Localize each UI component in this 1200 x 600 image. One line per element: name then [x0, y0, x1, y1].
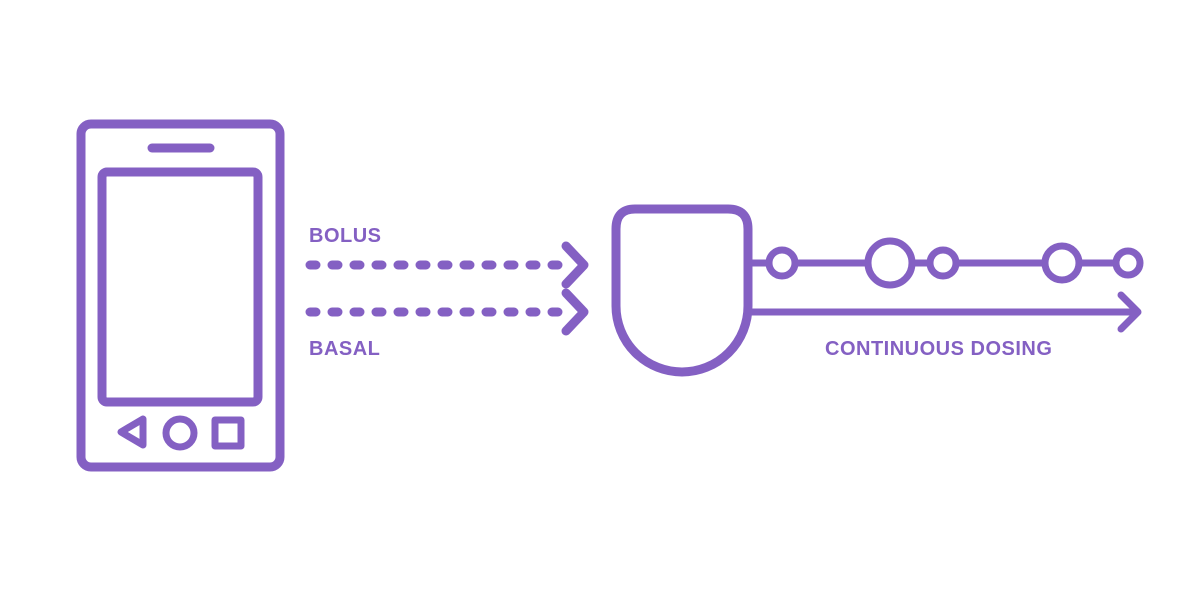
- bolus-arrow: [305, 241, 589, 289]
- circle-home-icon: [162, 415, 198, 451]
- phone-screen: [97, 167, 263, 407]
- continuous-dosing-label: CONTINUOUS DOSING: [825, 338, 1052, 360]
- dose-marker-small: [765, 246, 799, 280]
- dose-marker-large: [864, 237, 916, 289]
- dose-marker-small: [926, 246, 960, 280]
- triangle-back-icon: [117, 415, 147, 449]
- basal-label: BASAL: [309, 338, 380, 360]
- continuous-dosing-arrow-head: [1117, 291, 1142, 333]
- bolus-label: BOLUS: [309, 225, 382, 247]
- dose-timeline: [748, 237, 1144, 289]
- insulin-pump-icon: [611, 204, 753, 377]
- phone-body: [76, 119, 285, 472]
- dose-marker-small: [1112, 247, 1144, 279]
- smartphone-icon: [76, 119, 285, 472]
- continuous-dosing-arrow: [748, 291, 1142, 333]
- square-recent-icon: [211, 416, 245, 450]
- bolus-arrow-head: [561, 241, 589, 289]
- basal-arrow-head: [561, 288, 589, 336]
- basal-arrow: [305, 288, 589, 336]
- dose-marker-medium: [1041, 242, 1083, 284]
